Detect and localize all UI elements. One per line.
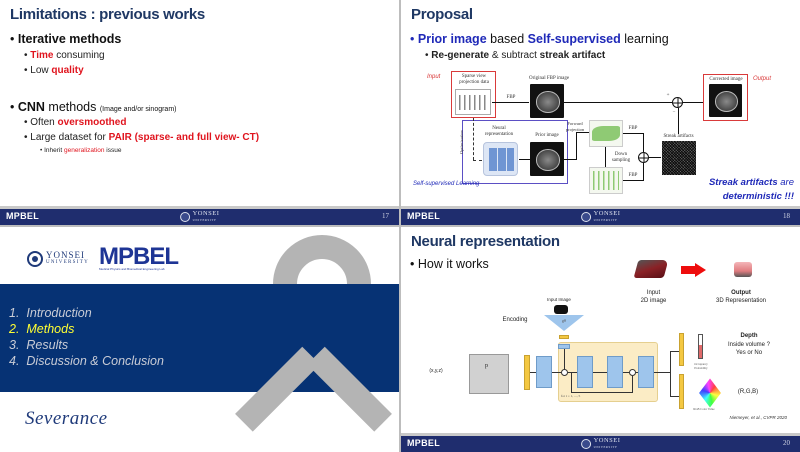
neural-representation-block (483, 142, 518, 176)
self-supervised-label: Self-supervised Learning (413, 181, 480, 187)
occupancy-probability-icon (698, 334, 703, 359)
deterministic-callout: Streak artifacts are deterministic !!! (708, 177, 794, 202)
slide-18-thumbnail[interactable]: Proposal • Prior image based Self-superv… (401, 0, 800, 225)
output-label: Output (753, 76, 772, 82)
red-arrow-icon (681, 263, 706, 277)
bullet-oversmoothed: • Often oversmoothed (24, 117, 127, 128)
agenda-item-active: 2. Methods (9, 322, 75, 336)
proposal-diagram: Input Sparse view projection data FBP Or… (401, 0, 800, 225)
bullet-time-consuming: • Time consuming (24, 50, 105, 61)
decorative-chevron-shape (250, 357, 380, 452)
mpbel-logo: MPBEL (6, 211, 39, 221)
occupancy-output-bar (679, 333, 684, 366)
slide-20-thumbnail[interactable]: Neural representation • How it works Inp… (401, 227, 800, 452)
output-box (703, 74, 748, 121)
rgb-annotation: (R,G,B) (737, 389, 759, 395)
bullet-how-it-works: • How it works (410, 257, 489, 271)
slide-title: Neural representation (411, 233, 560, 250)
subtract-operator (638, 152, 649, 163)
depth-annotation: Depth Inside volume ? Yes or No (727, 333, 771, 356)
downsampled-sinogram (589, 167, 623, 194)
mpbel-logo: MPBEL (407, 438, 440, 448)
input-image-car (554, 305, 568, 314)
bullet-iterative-methods: • Iterative methods (10, 32, 122, 46)
page-number: 18 (783, 212, 790, 220)
color-output-bar (679, 374, 684, 409)
encoder-triangle (544, 315, 584, 331)
agenda-item: 4. Discussion & Conclusion (9, 354, 164, 368)
agenda-item: 1. Introduction (9, 306, 92, 320)
prior-image (530, 142, 564, 176)
bullet-prior-image: • Prior image based Self-supervised lear… (410, 32, 669, 46)
page-number: 17 (382, 212, 389, 220)
input-label: Input (427, 74, 441, 80)
citation: Niemeyer, et al., CVPR 2020 (729, 415, 787, 420)
yonsei-seal-icon (580, 212, 591, 222)
bullet-regenerate: • Re-generate & subtract streak artifact (425, 50, 606, 61)
agenda-item: 3. Results (9, 338, 69, 352)
original-fbp-image (530, 84, 564, 118)
bullet-cnn-methods: • CNN methods (Image and/or sinogram) (10, 100, 177, 114)
sum-operator (672, 97, 683, 108)
bullet-generalization: • Inherit generalization issue (40, 147, 122, 154)
input-car-image (633, 260, 669, 278)
page-number: 20 (783, 439, 790, 447)
yonsei-seal-icon (179, 212, 190, 222)
bullet-large-dataset: • Large dataset for PAIR (sparse- and fu… (24, 132, 260, 143)
coordinate-system-box (469, 354, 509, 394)
bullet-low-quality: • Low quality (24, 65, 84, 76)
yonsei-seal-icon (27, 251, 43, 267)
mpbel-logo: MPBEL (407, 211, 440, 221)
output-3d-car-image (734, 262, 752, 277)
slide-title: Proposal (411, 6, 473, 23)
self-supervised-box (462, 120, 568, 184)
agenda-list: 1. Introduction 2. Methods 3. Results 4.… (9, 305, 164, 369)
rgb-color-cube-icon (699, 378, 721, 408)
sparse-projection-image (455, 89, 491, 115)
slide-title: Limitations : previous works (10, 6, 205, 23)
corrected-image (709, 84, 742, 117)
streak-artifacts-image (662, 141, 696, 175)
yonsei-seal-icon (580, 439, 591, 449)
slide-17-thumbnail[interactable]: Limitations : previous works • Iterative… (0, 0, 399, 225)
mpbel-lab-logo: MPBEL Medical Physics and Biomedical Eng… (99, 243, 179, 272)
input-box (451, 71, 496, 118)
full-sinogram (589, 120, 623, 147)
severance-signature-logo: Severance (25, 408, 108, 429)
